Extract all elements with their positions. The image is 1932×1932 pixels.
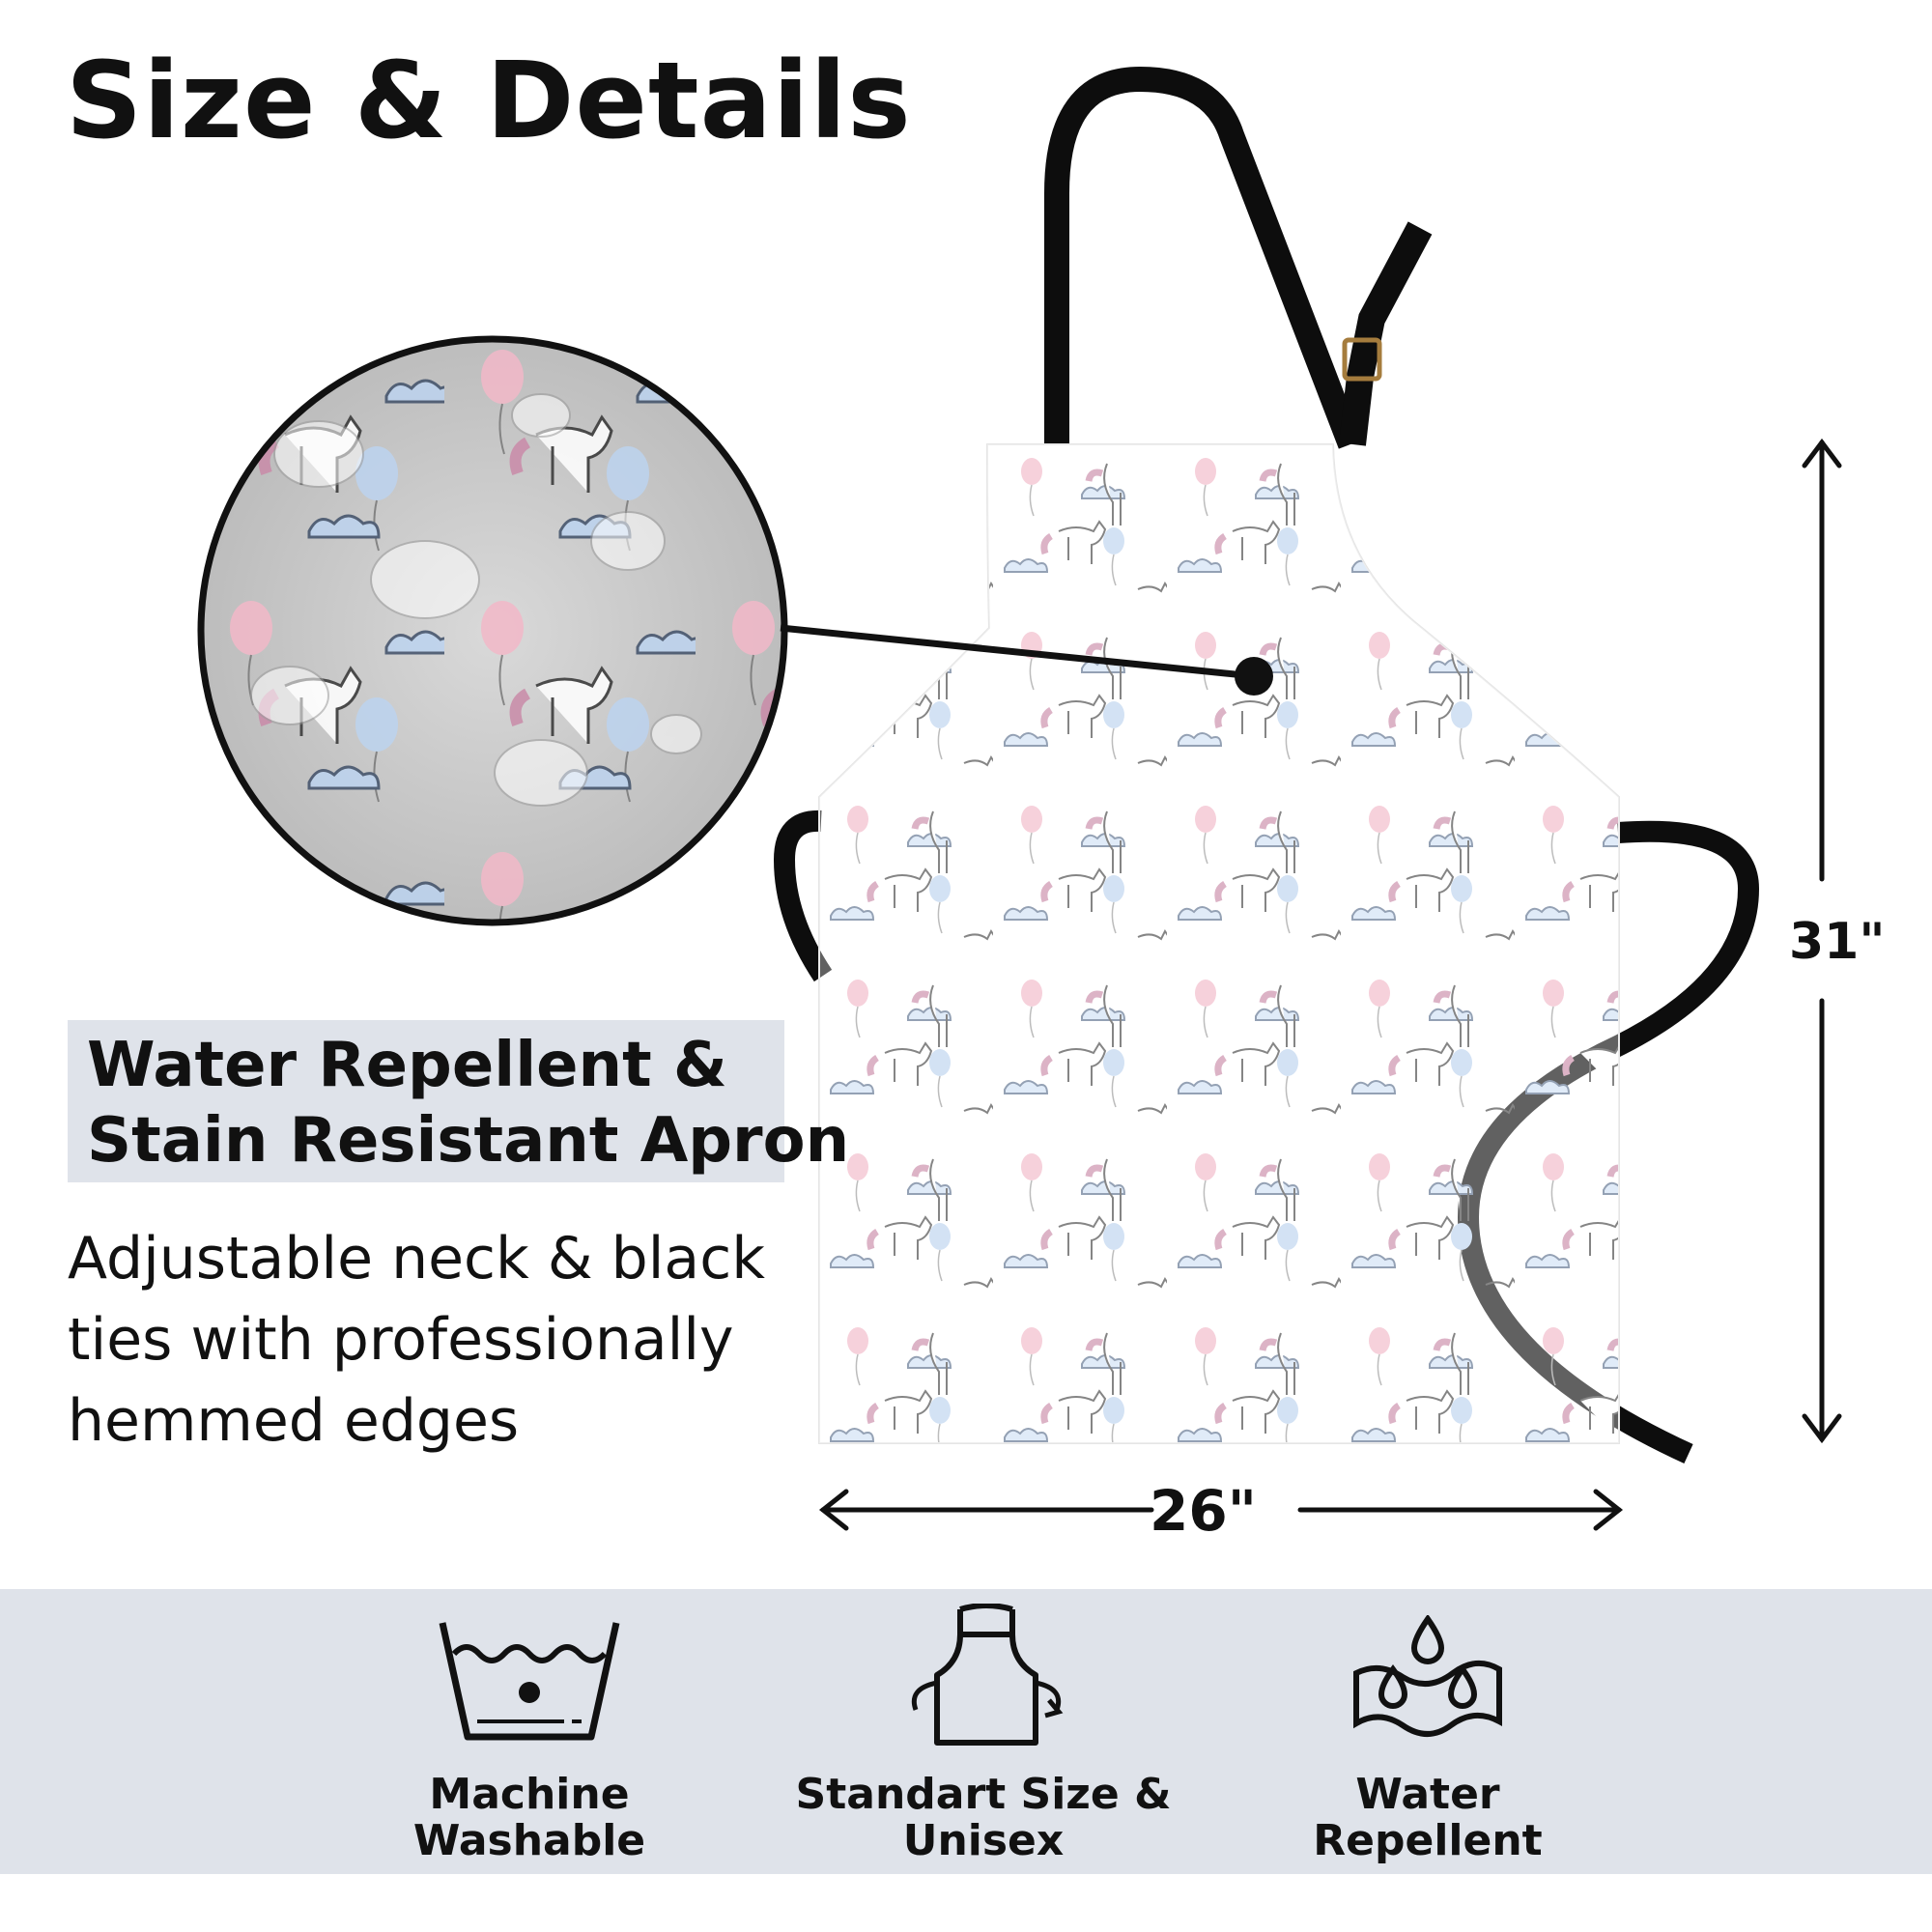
strap-buckle: [1342, 337, 1382, 382]
description-line-2: ties with professionally: [68, 1306, 734, 1374]
description-line-3: hemmed edges: [68, 1387, 520, 1455]
feature-line-2: Stain Resistant Apron: [87, 1105, 850, 1177]
feature-label-standard-size: Standart Size & Unisex: [795, 1770, 1172, 1865]
feature-highlight: Water Repellent & Stain Resistant Apron: [68, 1020, 849, 1182]
washing-tub-icon: [439, 1622, 620, 1741]
length-arrow: [1802, 438, 1842, 1444]
neck-strap: [1044, 67, 1363, 449]
feature-line-1: Water Repellent &: [87, 1030, 727, 1101]
width-label: 26": [1150, 1478, 1257, 1544]
length-label: 31": [1789, 913, 1886, 971]
description-line-1: Adjustable neck & black: [68, 1225, 765, 1293]
apron-body: [818, 443, 1620, 1444]
feature-label-water-repellent: Water Repellent: [1313, 1770, 1543, 1865]
width-arrow: [818, 1489, 1624, 1531]
page-title: Size & Details: [66, 39, 912, 162]
water-drops-icon: [1353, 1615, 1502, 1737]
neck-strap-adjust: [1339, 221, 1433, 446]
zoom-pointer-dot: [1235, 657, 1273, 696]
fabric-zoom-circle: [201, 339, 784, 923]
left-waist-tie: [773, 810, 833, 982]
feature-label-machine-washable: Machine Washable: [412, 1770, 646, 1865]
apron-illustration: [197, 67, 1842, 1531]
zoom-pointer-line: [780, 624, 1255, 680]
apron-icon: [911, 1604, 1064, 1746]
